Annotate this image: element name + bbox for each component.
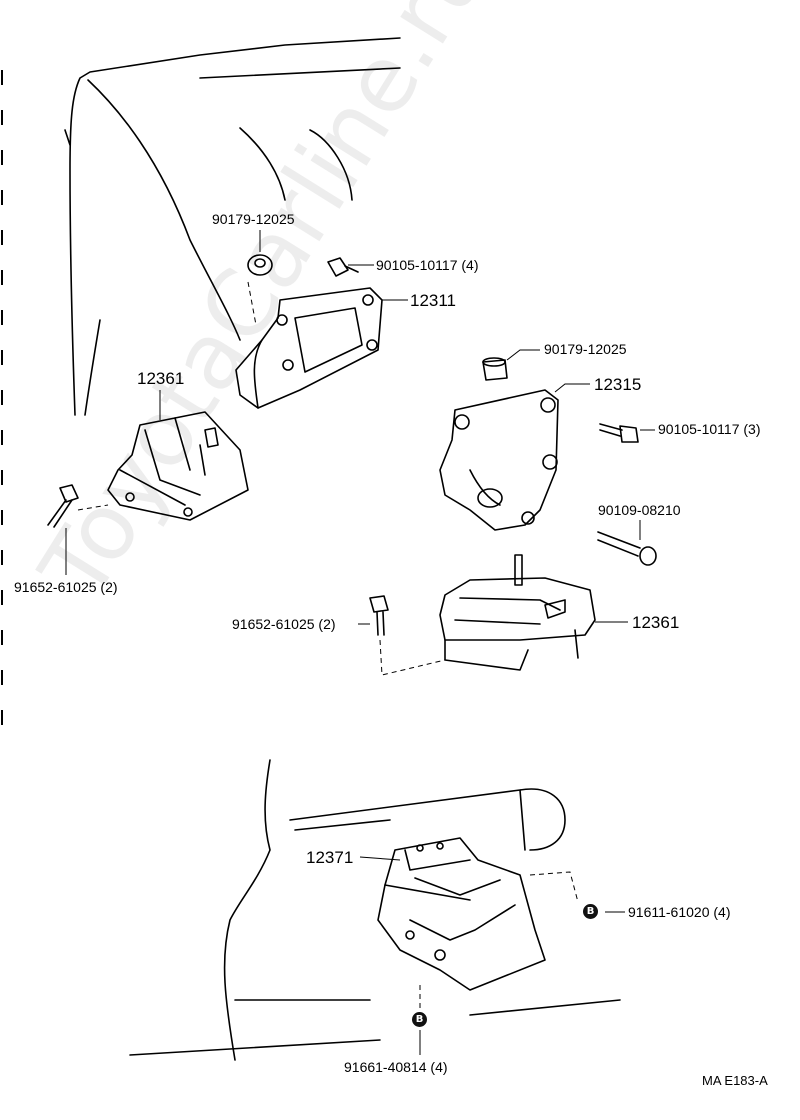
nut-top-part bbox=[247, 254, 273, 276]
engine-block-outline bbox=[64, 37, 401, 416]
label-bolt-long: 90109-08210 bbox=[598, 502, 681, 518]
b-marker-rear: B bbox=[583, 904, 598, 919]
label-bracket-12315: 12315 bbox=[594, 375, 642, 394]
label-insulator-rear: 12371 bbox=[306, 848, 354, 867]
dash-bolt-left bbox=[77, 504, 109, 511]
dash-nut-top bbox=[247, 281, 257, 326]
label-nut-top: 90179-12025 bbox=[212, 211, 295, 227]
dash-bolt-rear bbox=[529, 871, 579, 903]
transmission-outline bbox=[129, 759, 621, 1061]
label-bolt-rear: 91611-61020 (4) bbox=[628, 904, 731, 920]
label-insulator-left: 12361 bbox=[137, 369, 185, 388]
label-bolt-left: 91652-61025 (2) bbox=[14, 579, 118, 595]
insulator-12361-right-part bbox=[439, 554, 596, 671]
leader-nut-right bbox=[506, 349, 540, 361]
label-bolt-right: 90105-10117 (3) bbox=[658, 421, 761, 437]
bolt-top-part bbox=[327, 257, 359, 277]
label-nut-right: 90179-12025 bbox=[544, 341, 627, 357]
insulator-12371-part bbox=[377, 837, 546, 991]
leader-bracket-12315 bbox=[554, 383, 590, 393]
b-marker-bottom: B bbox=[412, 1012, 427, 1027]
label-bolt-bottom: 91661-40814 (4) bbox=[344, 1059, 448, 1075]
bracket-12315-part bbox=[439, 389, 559, 531]
drawing-code: MA E183-A bbox=[702, 1073, 768, 1088]
bolt-left-part bbox=[47, 484, 79, 528]
bolt-long-part bbox=[597, 531, 657, 566]
bracket-12311-part bbox=[235, 287, 383, 409]
label-bolt-mid: 91652-61025 (2) bbox=[232, 616, 336, 632]
dash-bolt-mid bbox=[379, 639, 446, 676]
leader-insulator-rear bbox=[359, 856, 401, 861]
nut-right-part bbox=[482, 357, 508, 381]
label-bracket-12311: 12311 bbox=[410, 291, 457, 310]
label-bolt-top: 90105-10117 (4) bbox=[376, 257, 479, 273]
bolt-mid-part bbox=[369, 595, 389, 636]
bolt-right-part bbox=[599, 423, 639, 443]
label-insulator-right: 12361 bbox=[632, 613, 680, 632]
insulator-12361-left-part bbox=[107, 411, 249, 521]
